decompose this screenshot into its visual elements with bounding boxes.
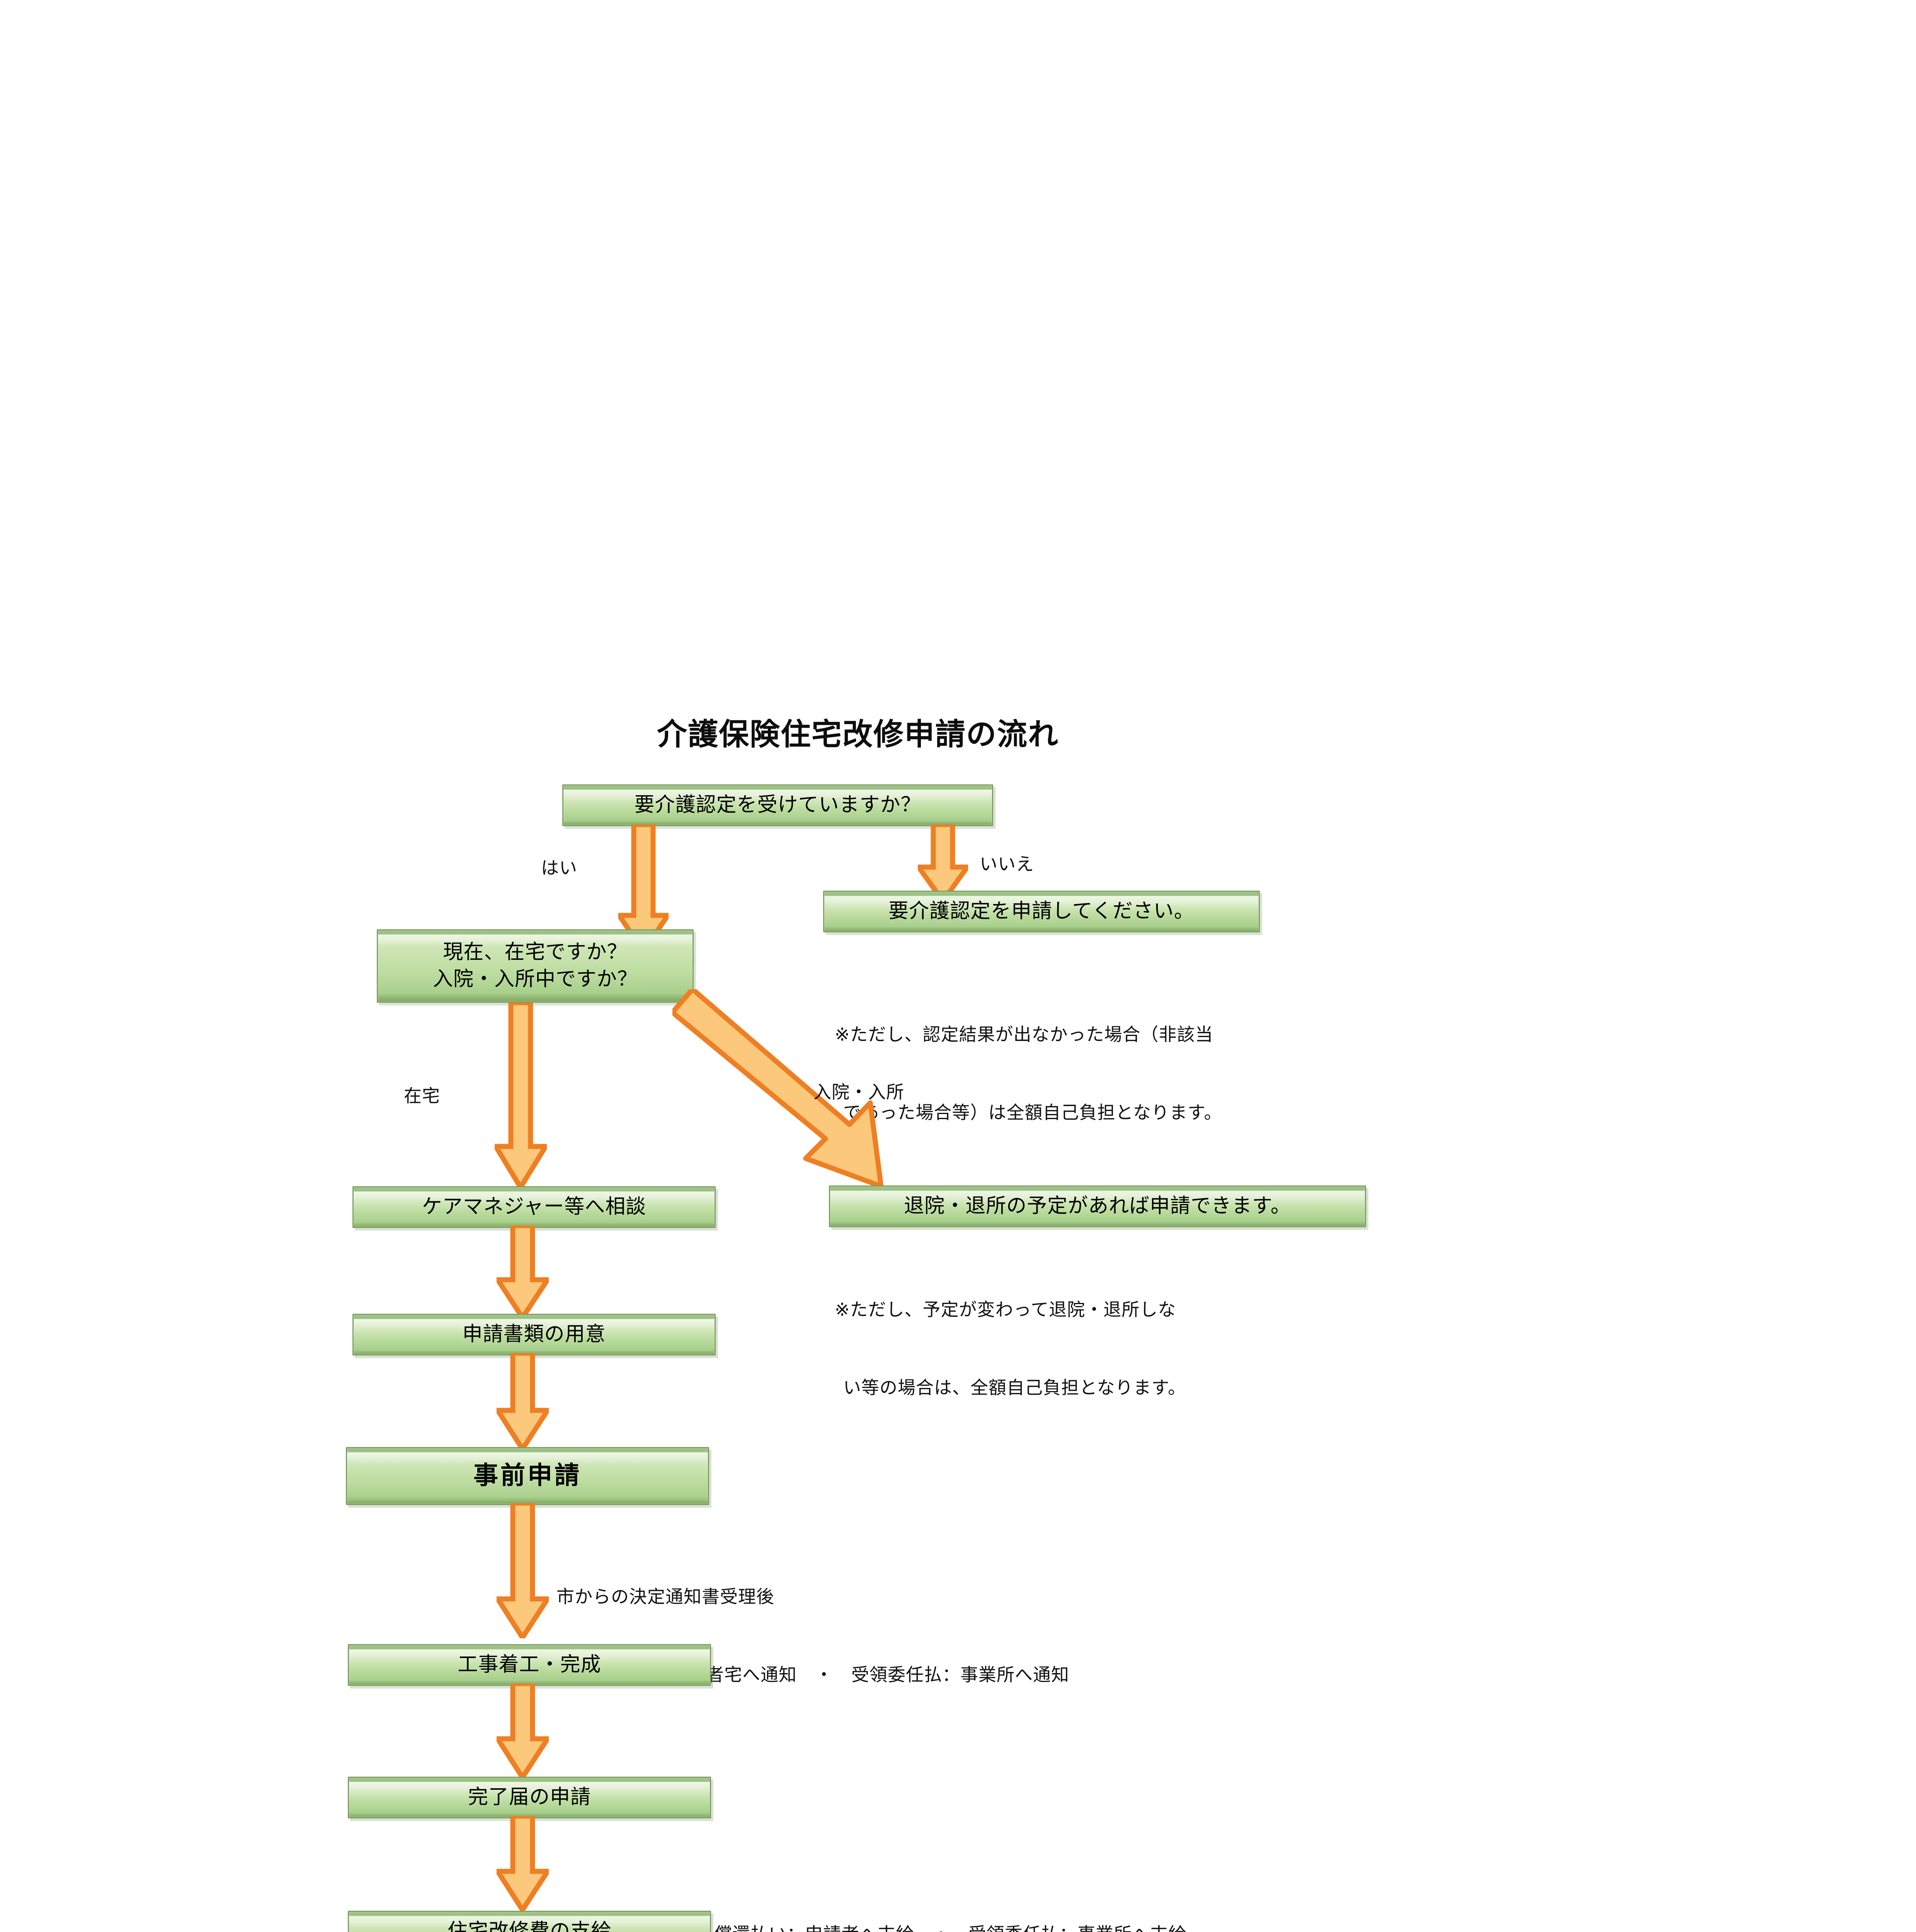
node-payment[interactable]: 住宅改修費の支給 bbox=[348, 1911, 711, 1932]
edge-label-yes: はい bbox=[541, 857, 577, 878]
note-line-2: い等の場合は、全額自己負担となります。 bbox=[843, 1377, 1186, 1398]
node-label: 完了届の申請 bbox=[468, 1786, 591, 1809]
note-after-decision: 市からの決定通知書受理後 償還払い：申請者宅へ通知 ・ 受領委任払：事業所へ通知 bbox=[556, 1532, 1069, 1740]
node-label: 住宅改修費の支給 bbox=[447, 1920, 611, 1932]
node-label: 退院・退所の予定があれば申請できます。 bbox=[904, 1194, 1291, 1218]
edge-label-at-home: 在宅 bbox=[404, 1085, 440, 1106]
node-label: ケアマネジャー等へ相談 bbox=[422, 1195, 647, 1219]
node-label: 申請書類の用意 bbox=[462, 1323, 606, 1346]
node-consult-care-manager[interactable]: ケアマネジャー等へ相談 bbox=[352, 1186, 716, 1228]
note-line-1: 市からの決定通知書受理後 bbox=[556, 1586, 774, 1607]
note-line-1: ※ただし、認定結果が出なかった場合（非該当 bbox=[835, 1024, 1213, 1045]
arrow-prepare-to-advance bbox=[497, 1353, 549, 1450]
note-payment: 償還払い：申請者へ支給 ・ 受領委任払：事業所へ支給 bbox=[714, 1921, 1186, 1932]
note-line-2: であった場合等）は全額自己負担となります。 bbox=[843, 1102, 1222, 1123]
arrow-no-down bbox=[918, 825, 968, 902]
arrow-at-home-down bbox=[495, 1003, 547, 1188]
edge-label-hospitalized: 入院・入所 bbox=[813, 1082, 904, 1102]
node-apply-certification[interactable]: 要介護認定を申請してください。 bbox=[823, 891, 1260, 932]
node-construction[interactable]: 工事着工・完成 bbox=[348, 1644, 711, 1686]
note-certification: ※ただし、認定結果が出なかった場合（非該当 であった場合等）は全額自己負担となり… bbox=[835, 970, 1222, 1177]
note-discharge: ※ただし、予定が変わって退院・退所しな い等の場合は、全額自己負担となります。 bbox=[835, 1245, 1186, 1452]
arrow-hospitalized-diagonal bbox=[672, 989, 912, 1190]
node-certification-question[interactable]: 要介護認定を受けていますか？ bbox=[562, 784, 993, 826]
node-residence-question[interactable]: 現在、在宅ですか？ 入院・入所中ですか？ bbox=[377, 929, 694, 1003]
node-advance-application[interactable]: 事前申請 bbox=[346, 1447, 709, 1505]
page-title: 介護保険住宅改修申請の流れ bbox=[657, 717, 1059, 752]
node-discharge-plan[interactable]: 退院・退所の予定があれば申請できます。 bbox=[829, 1185, 1366, 1227]
note-line-1: ※ただし、予定が変わって退院・退所しな bbox=[835, 1299, 1176, 1320]
node-prepare-documents[interactable]: 申請書類の用意 bbox=[352, 1314, 716, 1355]
node-completion-report[interactable]: 完了届の申請 bbox=[348, 1777, 711, 1818]
node-label-line-2: 入院・入所中ですか？ bbox=[432, 968, 638, 991]
node-label: 事前申請 bbox=[473, 1461, 582, 1490]
node-label: 要介護認定を受けていますか？ bbox=[634, 793, 921, 817]
node-label: 工事着工・完成 bbox=[458, 1653, 601, 1677]
arrow-advance-to-construction bbox=[497, 1503, 549, 1638]
node-label-line-1: 現在、在宅ですか？ bbox=[443, 940, 628, 964]
arrow-completion-to-payment bbox=[497, 1816, 549, 1911]
arrow-consult-to-prepare bbox=[497, 1226, 549, 1318]
node-label: 要介護認定を申請してください。 bbox=[888, 900, 1195, 923]
edge-label-no: いいえ bbox=[980, 854, 1034, 874]
arrow-construction-to-completion bbox=[497, 1684, 549, 1778]
